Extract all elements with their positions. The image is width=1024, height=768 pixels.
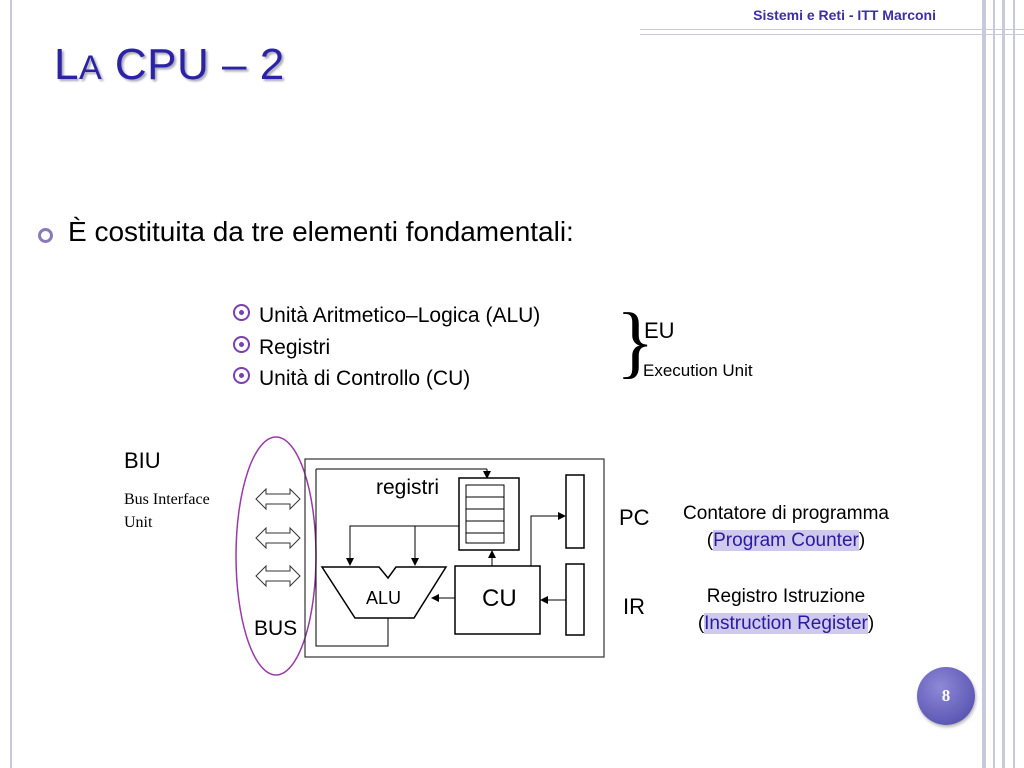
ir-description-line1: Registro Istruzione <box>706 586 866 607</box>
ir-label: IR <box>623 594 645 619</box>
bus-arrow-3 <box>255 564 301 588</box>
sub-item-registri: Registri <box>233 336 330 360</box>
reg-to-alu-left <box>346 525 459 566</box>
ir-description: Registro Istruzione (Instruction Registe… <box>660 583 912 637</box>
target-bullet-icon <box>233 304 250 321</box>
frame-line-right-1 <box>982 0 986 768</box>
bullet-text: È costituita da tre elementi fondamental… <box>68 216 574 247</box>
title-small-caps: A <box>78 49 103 87</box>
title-initial: L <box>54 40 79 89</box>
pc-description-line1: Contatore di programma <box>683 503 889 524</box>
pc-highlight: Program Counter <box>713 530 859 551</box>
page-number-badge: 8 <box>917 667 975 725</box>
biu-sublabel-line2: Unit <box>124 514 153 531</box>
frame-line-right-2 <box>993 0 995 768</box>
pc-link-line <box>530 512 566 566</box>
bullet-icon <box>38 228 53 243</box>
cu-label: CU <box>482 585 517 612</box>
sub-item-alu: Unità Aritmetico–Logica (ALU) <box>233 304 540 328</box>
eu-sublabel: Execution Unit <box>643 361 753 380</box>
frame-line-right-4 <box>1013 0 1015 768</box>
header-rule-1 <box>640 29 1024 30</box>
target-bullet-icon <box>233 336 250 353</box>
sub-item-cu: Unità di Controllo (CU) <box>233 367 470 391</box>
ir-highlight: Instruction Register <box>704 613 868 634</box>
ir-description-line2: (Instruction Register) <box>697 613 875 634</box>
registri-label: registri <box>376 476 440 499</box>
ir-register <box>565 563 585 636</box>
eu-label: EU <box>644 318 675 343</box>
pc-description-line2: (Program Counter) <box>706 530 866 551</box>
cpu-box <box>304 458 605 658</box>
bus-arrow-2 <box>255 526 301 550</box>
slide-title: LA CPU – 2 <box>54 40 285 90</box>
registers-block <box>458 477 520 551</box>
header-rule-2 <box>640 34 1024 35</box>
alu-label: ALU <box>366 588 402 608</box>
frame-line-right-3 <box>1002 0 1005 768</box>
title-rest: CPU – 2 <box>102 40 285 89</box>
slide-header: Sistemi e Reti - ITT Marconi <box>753 7 936 23</box>
biu-label: BIU <box>124 448 161 473</box>
sub-item-label: Registri <box>259 336 331 359</box>
bus-label: BUS <box>254 617 298 640</box>
sub-item-label: Unità Aritmetico–Logica (ALU) <box>259 304 541 327</box>
frame-line-left <box>10 0 12 768</box>
register-stack <box>465 484 505 544</box>
sub-item-label: Unità di Controllo (CU) <box>259 367 471 390</box>
bus-arrow-1 <box>255 487 301 511</box>
target-bullet-icon <box>233 367 250 384</box>
brace-symbol: } <box>616 298 655 386</box>
pc-description: Contatore di programma (Program Counter) <box>660 500 912 554</box>
pc-register <box>565 474 585 549</box>
pc-label: PC <box>619 505 650 530</box>
biu-sublabel-line1: Bus Interface <box>124 491 210 508</box>
